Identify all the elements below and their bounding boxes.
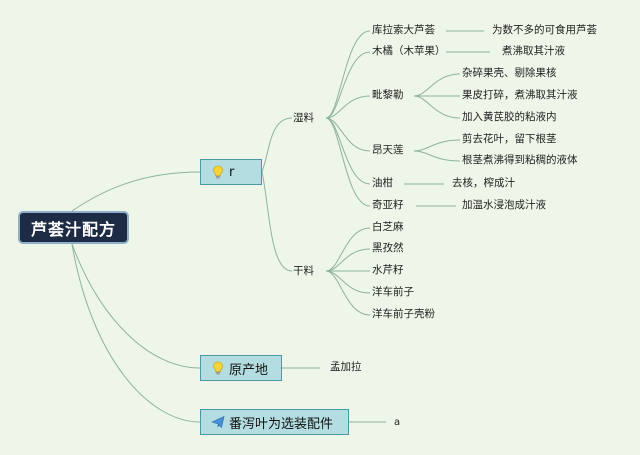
wet-note[interactable]: 剪去花叶，留下根茎 xyxy=(462,133,557,145)
senna-note[interactable]: a xyxy=(394,417,401,428)
wet-item[interactable]: 奇亚籽 xyxy=(372,199,404,211)
wet-ingredients-label[interactable]: 湿料 xyxy=(293,112,314,124)
wet-note[interactable]: 煮沸取其汁液 xyxy=(502,45,565,57)
dry-item[interactable]: 洋车前子 xyxy=(372,286,414,298)
dry-item[interactable]: 黑孜然 xyxy=(372,242,404,254)
paper-plane-icon xyxy=(211,415,225,429)
origin-label: 原产地 xyxy=(229,362,269,378)
wet-item[interactable]: 毗黎勒 xyxy=(372,89,404,101)
wet-note[interactable]: 为数不多的可食用芦荟 xyxy=(492,24,597,36)
bulb-icon xyxy=(213,361,223,375)
category-r-node[interactable]: r xyxy=(200,159,262,185)
dry-item[interactable]: 洋车前子壳粉 xyxy=(372,308,435,320)
wet-item[interactable]: 昂天莲 xyxy=(372,144,404,156)
origin-node[interactable]: 原产地 xyxy=(200,355,282,381)
wet-note[interactable]: 去核，榨成汁 xyxy=(452,177,515,189)
wet-item[interactable]: 库拉索大芦荟 xyxy=(372,24,435,36)
senna-node[interactable]: 番泻叶为选装配件 xyxy=(200,409,349,435)
dry-ingredients-label[interactable]: 干料 xyxy=(293,265,314,277)
root-node[interactable]: 芦荟汁配方 xyxy=(18,211,129,244)
origin-value[interactable]: 孟加拉 xyxy=(330,361,362,373)
wet-note[interactable]: 加温水浸泡成汁液 xyxy=(462,199,546,211)
wet-note[interactable]: 杂碎果壳、剔除果核 xyxy=(462,67,557,79)
wet-note[interactable]: 加入黄芪胶的粘液内 xyxy=(462,111,557,123)
wet-item[interactable]: 油柑 xyxy=(372,177,393,189)
bulb-icon xyxy=(213,165,223,179)
dry-item[interactable]: 白芝麻 xyxy=(372,221,404,233)
senna-label: 番泻叶为选装配件 xyxy=(229,416,334,432)
wet-note[interactable]: 果皮打碎，煮沸取其汁液 xyxy=(462,89,578,101)
category-r-label: r xyxy=(229,164,235,180)
wet-note[interactable]: 根茎煮沸得到粘稠的液体 xyxy=(462,154,578,166)
dry-item[interactable]: 水芹籽 xyxy=(372,264,404,276)
wet-item[interactable]: 木橘（木苹果） xyxy=(372,45,446,57)
